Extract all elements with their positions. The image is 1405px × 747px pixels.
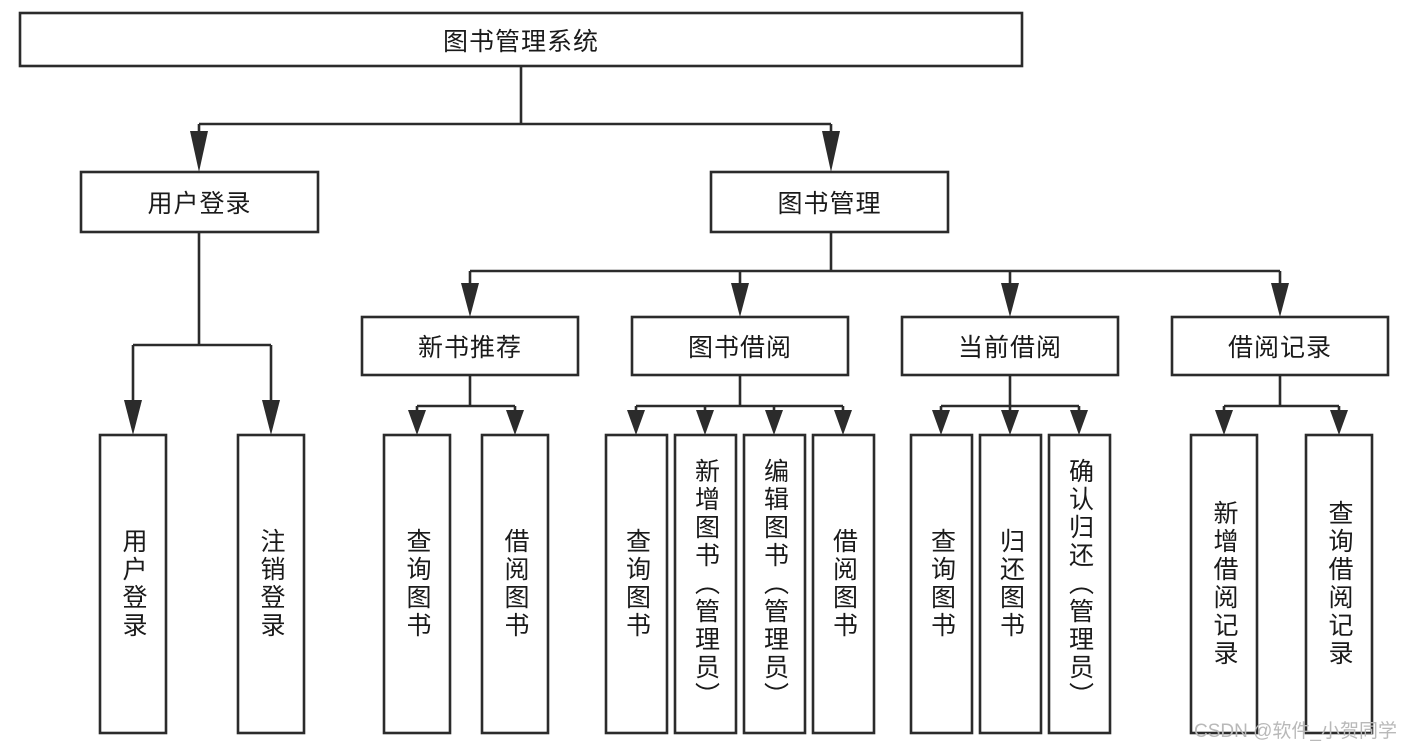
- arrowhead-leaf-add-book-icon: [696, 410, 714, 435]
- leaf-confirm-return-box[interactable]: [1047, 433, 1112, 735]
- node-current-borrow-box[interactable]: [900, 315, 1120, 377]
- arrowhead-leaf-edit-book-icon: [765, 410, 783, 435]
- leaf-edit-book-box[interactable]: [742, 433, 807, 735]
- leaf-query-record-box[interactable]: [1304, 433, 1374, 735]
- leaf-query-book-2-box[interactable]: [604, 433, 669, 735]
- arrowhead-leaf-borrow-book-1-icon: [506, 410, 524, 435]
- arrowhead-borrow-record-icon: [1271, 283, 1289, 317]
- leaf-return-book-box[interactable]: [978, 433, 1043, 735]
- node-root-box[interactable]: [18, 11, 1024, 68]
- arrowhead-leaf-logout-icon: [262, 400, 280, 435]
- arrowhead-leaf-user-login-icon: [124, 400, 142, 435]
- node-book-borrow-box[interactable]: [630, 315, 850, 377]
- leaf-query-book-3-box[interactable]: [909, 433, 974, 735]
- arrowhead-new-book-rec-icon: [461, 283, 479, 317]
- arrowhead-leaf-query-book-1-icon: [408, 410, 426, 435]
- leaf-user-login-box[interactable]: [98, 433, 168, 735]
- arrowhead-leaf-query-book-3-icon: [932, 410, 950, 435]
- leaf-borrow-book-1-box[interactable]: [480, 433, 550, 735]
- node-book-manage-box[interactable]: [709, 170, 950, 234]
- node-new-book-rec-box[interactable]: [360, 315, 580, 377]
- leaf-query-book-1-box[interactable]: [382, 433, 452, 735]
- arrowhead-leaf-query-record-icon: [1330, 410, 1348, 435]
- arrowhead-book-manage-icon: [822, 131, 840, 172]
- arrowhead-book-borrow-icon: [731, 283, 749, 317]
- node-borrow-record-box[interactable]: [1170, 315, 1390, 377]
- arrowhead-leaf-query-book-2-icon: [627, 410, 645, 435]
- leaf-add-record-box[interactable]: [1189, 433, 1259, 735]
- arrowhead-leaf-confirm-return-icon: [1070, 410, 1088, 435]
- leaf-add-book-box[interactable]: [673, 433, 738, 735]
- arrowhead-user-login-icon: [190, 131, 208, 172]
- leaf-logout-box[interactable]: [236, 433, 306, 735]
- leaf-borrow-book-2-box[interactable]: [811, 433, 876, 735]
- arrowhead-leaf-return-book-icon: [1001, 410, 1019, 435]
- arrowhead-current-borrow-icon: [1001, 283, 1019, 317]
- node-user-login-box[interactable]: [79, 170, 320, 234]
- arrowhead-leaf-borrow-book-2-icon: [834, 410, 852, 435]
- arrowhead-leaf-add-record-icon: [1215, 410, 1233, 435]
